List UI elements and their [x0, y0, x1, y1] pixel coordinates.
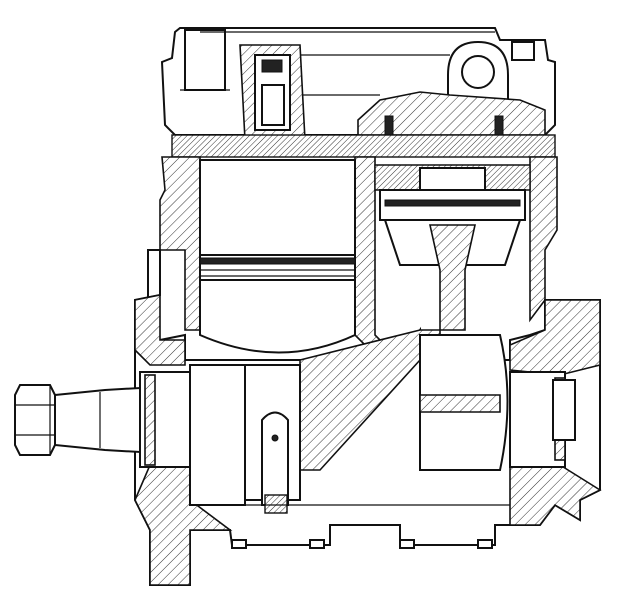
cylinder-block	[159, 156, 558, 361]
valve-plate	[171, 134, 556, 158]
drive-shaft	[14, 384, 141, 456]
crankcase	[134, 249, 602, 586]
connecting-rod	[429, 224, 476, 331]
cylinder-head	[160, 27, 556, 141]
shaft-nut	[14, 384, 56, 456]
left-piston	[199, 279, 356, 354]
bottom-bolts	[231, 539, 493, 549]
